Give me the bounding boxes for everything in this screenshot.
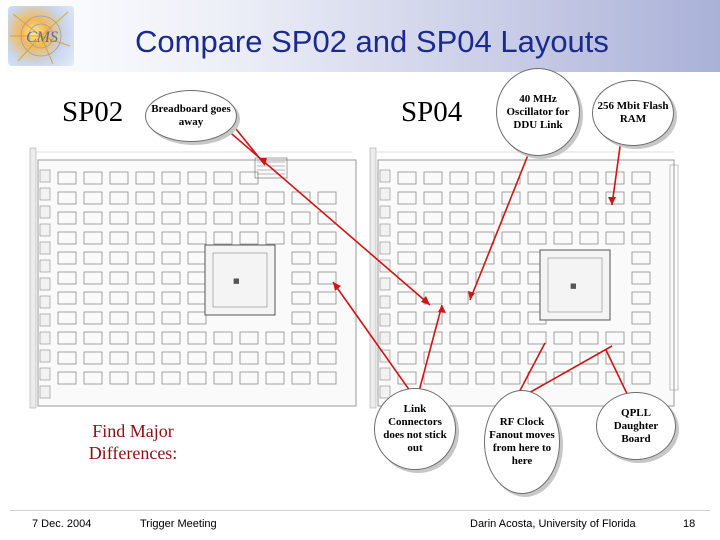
question-line-2: Differences: (88, 443, 178, 463)
footer-author: Darin Acosta, University of Florida (470, 518, 636, 530)
callout-qpll-text: QPLL Daughter Board (613, 406, 659, 445)
callout-rf-clock: RF Clock Fanout moves from here to here (484, 390, 560, 494)
callout-flash: 256 Mbit Flash RAM (592, 80, 674, 146)
callout-qpll: QPLL Daughter Board (596, 392, 676, 460)
callout-breadboard: Breadboard goes away (145, 90, 237, 142)
question-text: Find Major Differences: (58, 420, 208, 464)
svg-text:CMS: CMS (26, 29, 58, 46)
callout-breadboard-text: Breadboard goes away (151, 103, 231, 128)
sp04-board-drawing: ■ (369, 147, 679, 409)
footer-divider (10, 510, 710, 511)
svg-text:■: ■ (570, 282, 577, 290)
footer-page-number: 18 (683, 518, 696, 530)
callout-link-connectors: Link Connectors does not stick out (374, 388, 456, 470)
sp04-label: SP04 (401, 96, 463, 128)
footer-date: 7 Dec. 2004 (32, 518, 92, 530)
cms-logo: CMS (8, 6, 74, 66)
question-line-1: Find Major (92, 421, 174, 441)
header-band (0, 0, 720, 72)
slide-title: Compare SP02 and SP04 Layouts (135, 24, 609, 59)
callout-flash-text: 256 Mbit Flash RAM (597, 100, 669, 125)
callout-oscillator-text: 40 MHz Oscillator for DDU Link (506, 92, 570, 131)
sp02-label: SP02 (62, 96, 124, 128)
callout-link-connectors-text: Link Connectors does not stick out (383, 403, 447, 454)
arrow-heads (259, 158, 616, 313)
callout-oscillator: 40 MHz Oscillator for DDU Link (496, 68, 580, 156)
callout-rf-clock-text: RF Clock Fanout moves from here to here (489, 416, 555, 467)
svg-text:■: ■ (233, 277, 240, 285)
footer-meeting: Trigger Meeting (140, 518, 217, 530)
sp02-board-drawing: ■ (29, 147, 357, 409)
